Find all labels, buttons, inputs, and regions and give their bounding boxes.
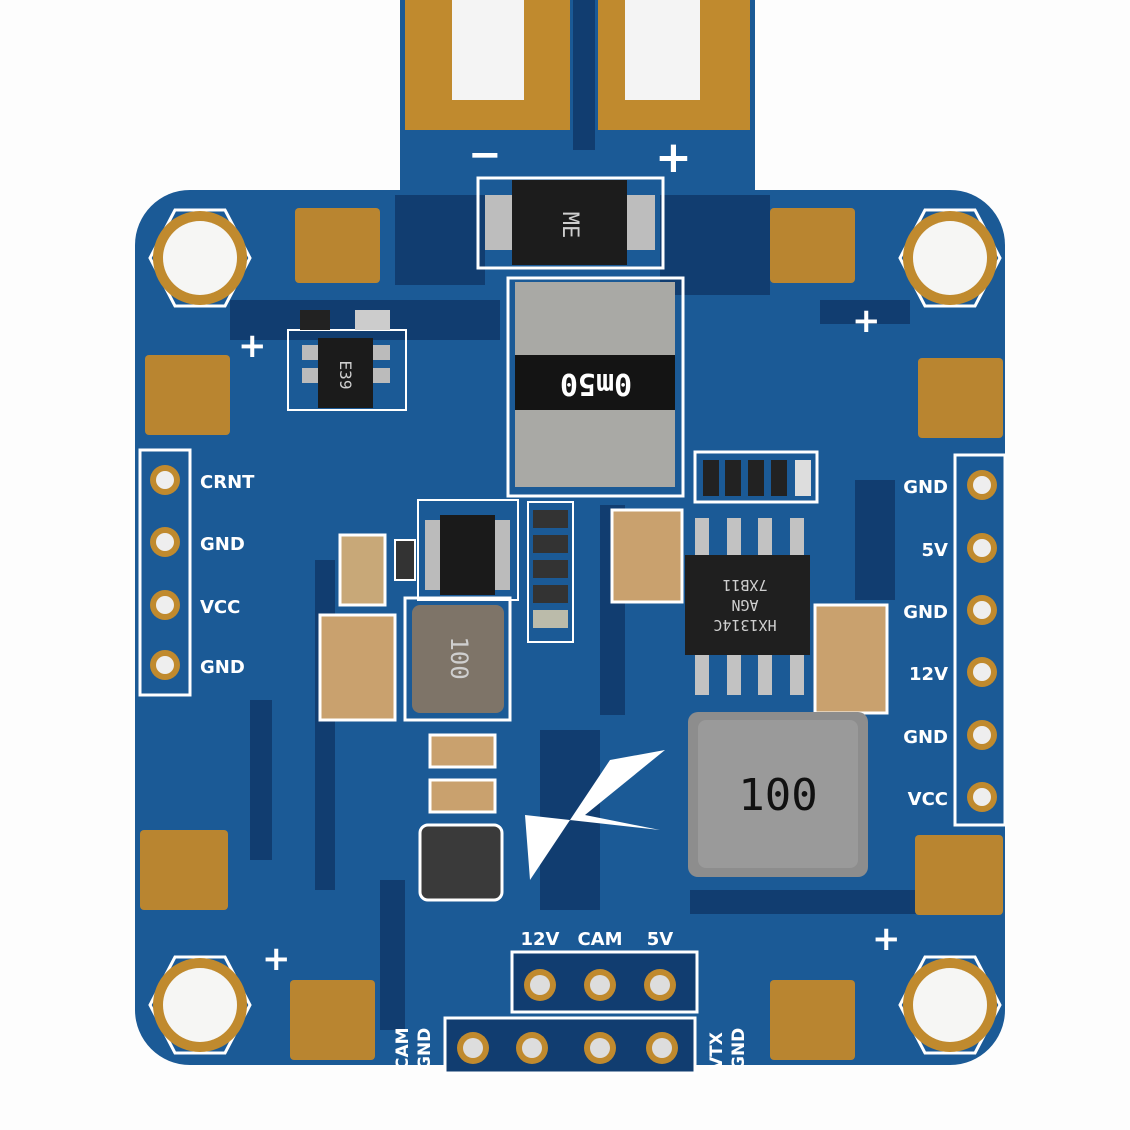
bottom-header	[443, 950, 699, 1075]
pin-label: 5V	[922, 540, 949, 561]
resistor-array	[693, 450, 819, 504]
svg-text:0m50: 0m50	[560, 366, 632, 401]
motor-mark: +	[238, 326, 267, 366]
plus-label: +	[655, 132, 692, 183]
pin-label: 12V	[521, 929, 560, 950]
dark-inductor	[418, 823, 504, 902]
pin-label: CAM	[577, 929, 622, 950]
main-inductor: 100	[688, 712, 868, 877]
svg-text:100: 100	[738, 770, 817, 821]
pin-label: 5V	[647, 929, 674, 950]
svg-text:E39: E39	[336, 361, 355, 390]
pin-label: VCC	[200, 597, 240, 618]
pin-label: VTX	[707, 1032, 727, 1070]
minus-label: −	[468, 132, 502, 178]
soic-converter: HX1314C AGN 7XB11	[685, 518, 810, 695]
diode: ME	[476, 176, 665, 270]
motor-mark: +	[872, 919, 901, 959]
capacitors	[318, 508, 889, 814]
svg-text:HX1314C: HX1314C	[713, 616, 776, 634]
small-inductor: 100	[403, 596, 512, 722]
svg-text:7XB11: 7XB11	[722, 576, 767, 594]
motor-pads	[140, 208, 1003, 1060]
right-header	[953, 453, 1007, 827]
shunt-resistor: 0m50	[506, 276, 685, 498]
pin-label: VCC	[908, 789, 948, 810]
svg-text:100: 100	[445, 636, 473, 679]
pin-label: GND	[903, 477, 948, 498]
pin-label: CAM	[393, 1027, 413, 1070]
svg-text:AGN: AGN	[731, 596, 758, 614]
pin-label: GND	[903, 602, 948, 623]
svg-text:ME: ME	[557, 212, 582, 239]
pin-label: GND	[200, 534, 245, 555]
left-header	[138, 448, 192, 697]
pin-label: GND	[903, 727, 948, 748]
mounting-holes	[148, 208, 1002, 1055]
copper-traces	[230, 195, 920, 1030]
pin-label: 12V	[909, 664, 948, 685]
pin-label: GND	[729, 1028, 749, 1070]
pin-label: CRNT	[200, 472, 255, 493]
pin-label: GND	[415, 1028, 435, 1070]
sot-regulator: E39	[287, 310, 407, 411]
buck-ic-small	[417, 499, 574, 643]
motor-mark: +	[262, 939, 291, 979]
battery-tabs	[400, 0, 755, 210]
pin-label: GND	[200, 657, 245, 678]
motor-mark: +	[852, 301, 881, 341]
